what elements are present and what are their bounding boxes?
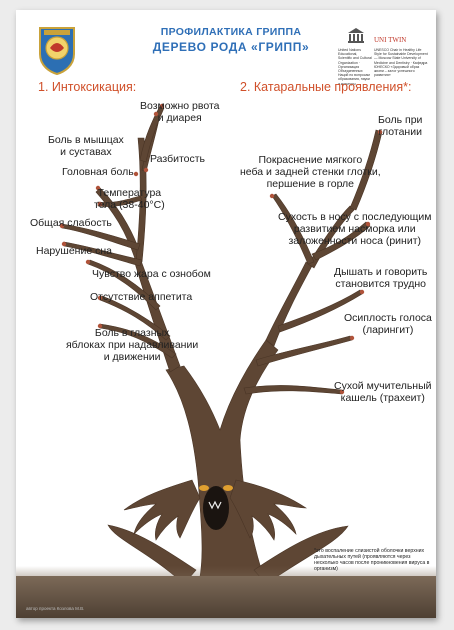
university-emblem <box>39 27 75 76</box>
unesco-chair-caption: UNESCO Chair in Healthy Life Style for S… <box>374 48 428 78</box>
poster-supertitle: ПРОФИЛАКТИКА ГРИППА <box>160 26 302 38</box>
ground <box>16 576 436 618</box>
symptom-headache: Головная боль <box>62 166 134 178</box>
unitwin-logo: UNI TWIN <box>374 36 407 44</box>
symptom-weakness-break: Разбитость <box>150 153 206 165</box>
poster: ПРОФИЛАКТИКА ГРИППА ДЕРЕВО РОДА «ГРИПП» … <box>16 10 436 618</box>
symptom-sleep: Нарушение сна <box>36 245 112 257</box>
ground-fade <box>16 566 436 576</box>
tree-illustration <box>59 103 383 603</box>
symptom-weakness: Общая слабость <box>30 217 112 229</box>
section-intoxication: 1. Интоксикация: <box>38 80 137 94</box>
symptom-chills: Чувство жара с ознобом <box>92 268 211 280</box>
poster-title: ДЕРЕВО РОДА «ГРИПП» <box>152 40 310 54</box>
author-credit: автор проекта Козлова М.В. <box>26 606 85 611</box>
unesco-caption: United Nations Educational, Scientific a… <box>338 48 372 86</box>
footnote: *это воспаление слизистой оболочки верхн… <box>314 548 430 572</box>
unesco-temple-icon <box>348 28 364 43</box>
symptom-laryngitis: Осиплость голоса(ларингит) <box>344 312 432 336</box>
symptom-appetite: Отсутствие аппетита <box>90 291 193 303</box>
section-catarrhal: 2. Катаральные проявления*: <box>240 80 412 94</box>
